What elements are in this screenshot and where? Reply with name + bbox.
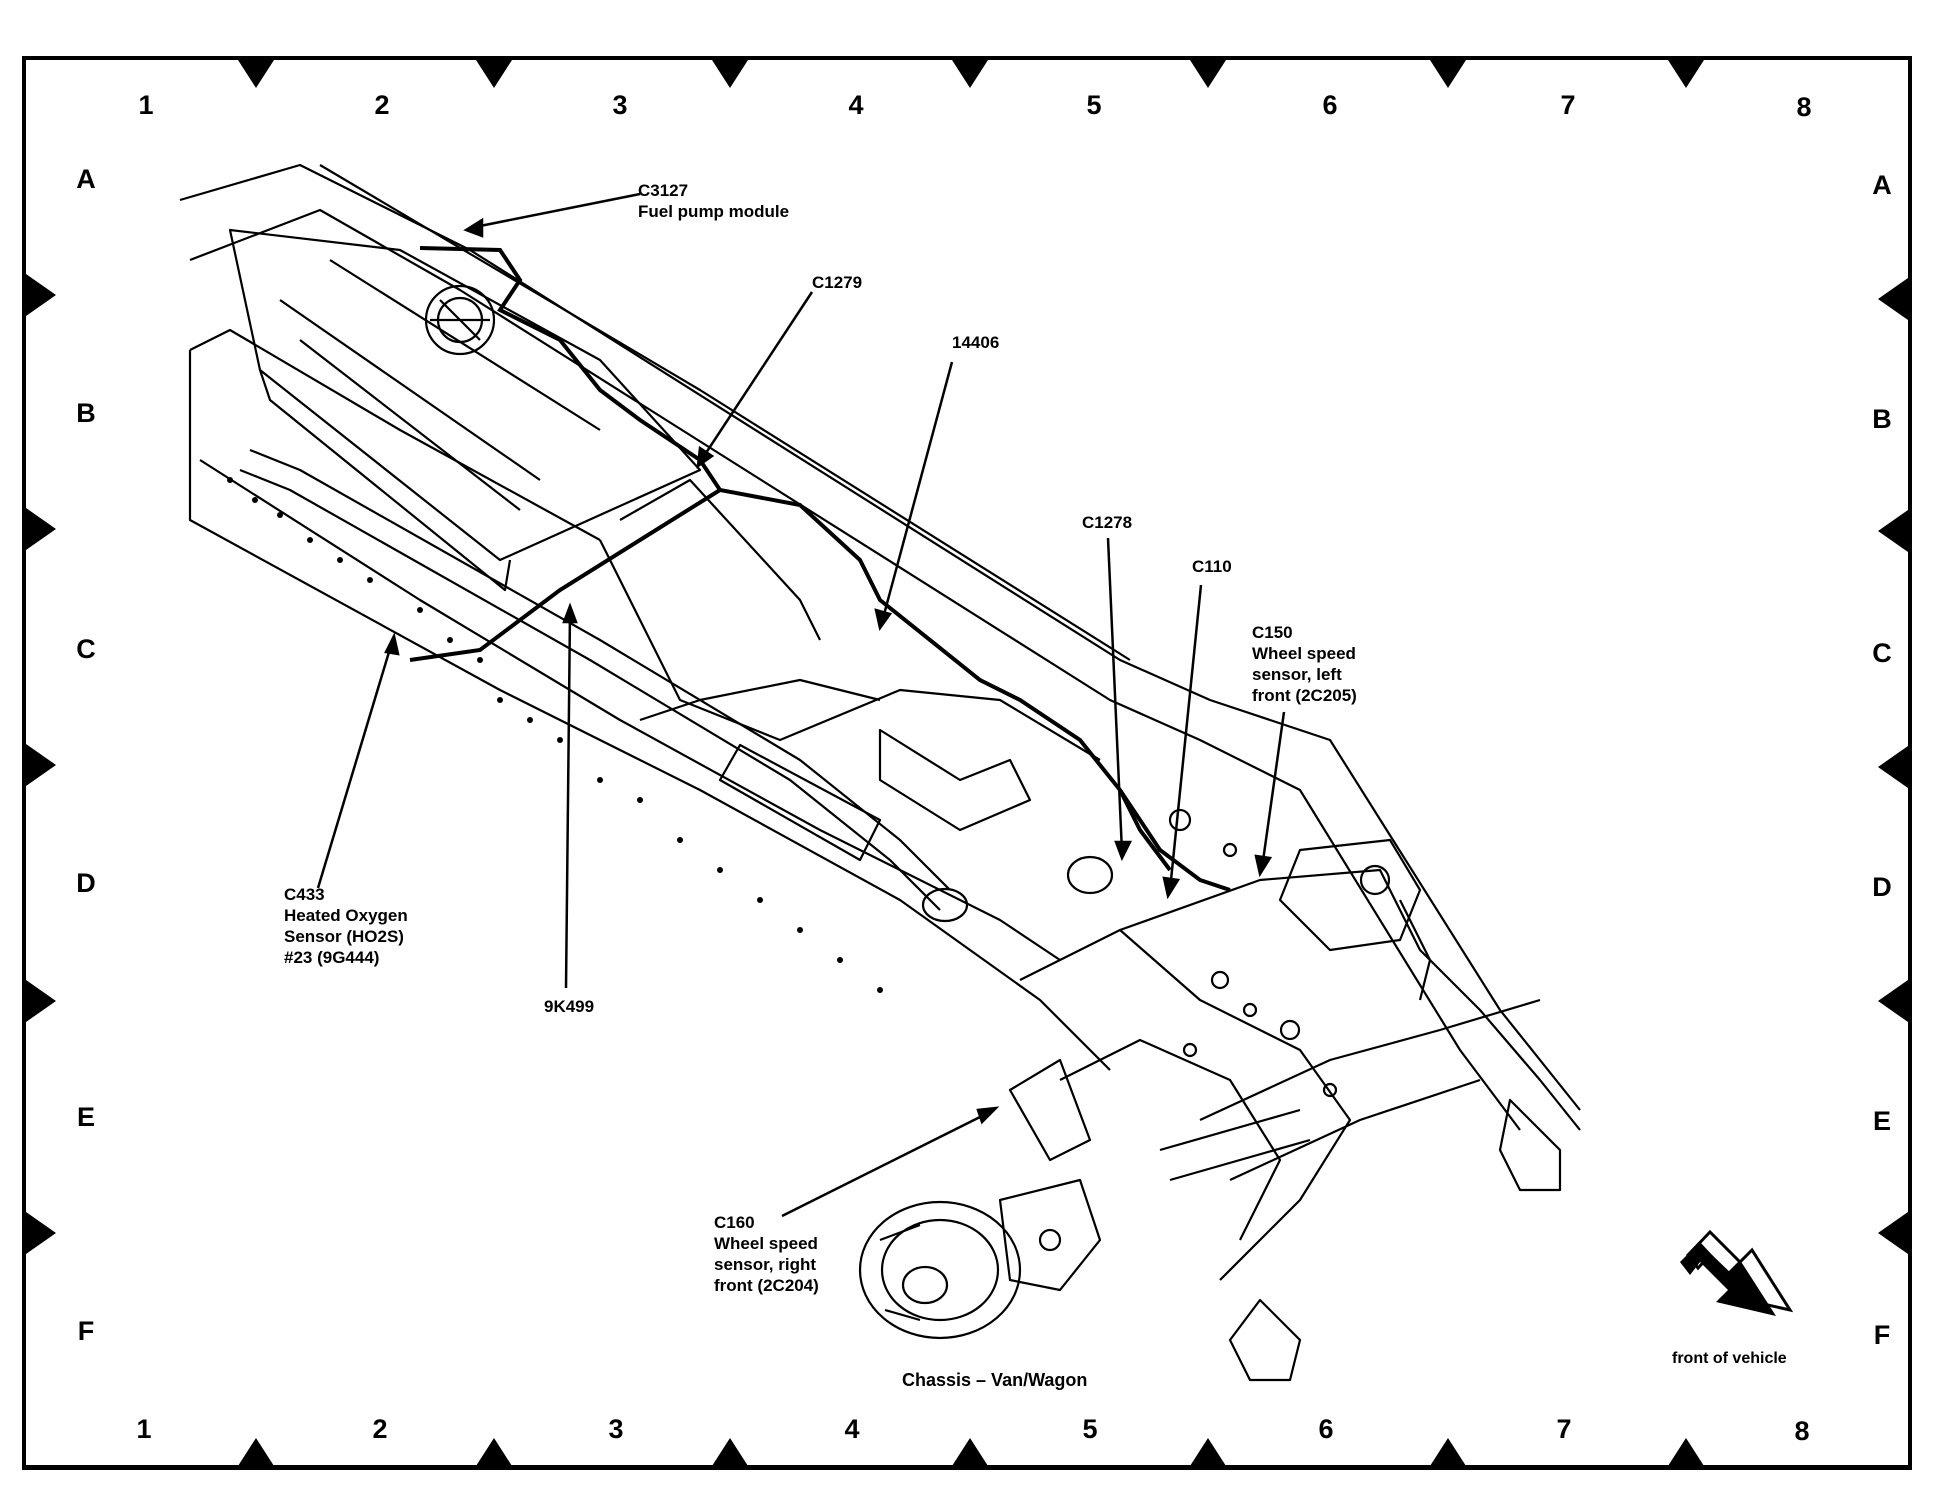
- callout-c150-line2: sensor, left: [1252, 665, 1342, 684]
- grid-col-bottom-7: 7: [1556, 1414, 1572, 1444]
- wiring-harness: [409, 246, 1231, 892]
- grid-row-right-f: F: [1873, 1320, 1891, 1350]
- grid-row-left-b: B: [76, 398, 96, 428]
- grid-col-top-5: 5: [1086, 90, 1102, 120]
- grid-col-top-4: 4: [848, 90, 864, 120]
- diagram-caption: Chassis – Van/Wagon: [902, 1370, 1088, 1390]
- grid-col-bottom-3: 3: [608, 1414, 624, 1444]
- frame-rivets: [227, 477, 883, 993]
- callout-c3127-desc: Fuel pump module: [638, 202, 790, 221]
- callout-c1279: C1279: [812, 273, 863, 292]
- grid-col-top-8: 8: [1796, 92, 1812, 122]
- callout-c160-line3: front (2C204): [714, 1276, 819, 1295]
- left-grid-markers: [26, 274, 56, 1254]
- grid-row-left-e: E: [76, 1102, 95, 1132]
- callout-c3127-id: C3127: [638, 181, 689, 200]
- chassis-line-art: [179, 163, 1581, 1382]
- top-grid-markers: [238, 60, 1704, 88]
- grid-col-bottom-1: 1: [136, 1414, 152, 1444]
- grid-col-top-2: 2: [374, 90, 390, 120]
- callout-c160-line2: sensor, right: [714, 1255, 817, 1274]
- right-grid-markers: [1878, 278, 1908, 1254]
- callout-c150: C150 Wheel speed sensor, left front (2C2…: [1252, 622, 1357, 706]
- grid-row-right-c: C: [1872, 638, 1892, 668]
- callout-c433-line1: Heated Oxygen: [284, 906, 408, 925]
- grid-row-left-a: A: [76, 164, 96, 194]
- grid-row-right-b: B: [1872, 404, 1892, 434]
- callout-c433-line2: Sensor (HO2S): [284, 927, 404, 946]
- leader-lines: [316, 192, 1286, 1218]
- callout-c433: C433 Heated Oxygen Sensor (HO2S) #23 (9G…: [284, 884, 408, 968]
- callout-c433-id: C433: [284, 885, 325, 904]
- callout-c160-line1: Wheel speed: [714, 1234, 818, 1253]
- bottom-grid-markers: [238, 1438, 1704, 1466]
- callout-14406: 14406: [952, 333, 1000, 352]
- callout-c150-line3: front (2C205): [1252, 686, 1357, 705]
- grid-row-left-c: C: [76, 634, 96, 664]
- callout-9k499: 9K499: [544, 997, 595, 1016]
- grid-col-top-6: 6: [1322, 90, 1338, 120]
- front-of-vehicle-arrow-icon: [1680, 1229, 1794, 1316]
- grid-row-right-a: A: [1872, 170, 1892, 200]
- grid-col-bottom-5: 5: [1082, 1414, 1098, 1444]
- callout-c150-id: C150: [1252, 623, 1293, 642]
- grid-row-right-e: E: [1872, 1106, 1891, 1136]
- callout-c150-line1: Wheel speed: [1252, 644, 1356, 663]
- grid-col-bottom-4: 4: [844, 1414, 860, 1444]
- grid-col-bottom-2: 2: [372, 1414, 388, 1444]
- grid-row-left-f: F: [77, 1316, 95, 1346]
- grid-col-top-7: 7: [1560, 90, 1576, 120]
- grid-row-right-d: D: [1872, 872, 1892, 902]
- callout-c3127: C3127 Fuel pump module: [638, 180, 789, 222]
- callout-c433-line3: #23 (9G444): [284, 948, 380, 967]
- callout-c160: C160 Wheel speed sensor, right front (2C…: [714, 1212, 819, 1296]
- grid-col-bottom-6: 6: [1318, 1414, 1334, 1444]
- callout-c110: C110: [1192, 557, 1232, 576]
- callout-c160-id: C160: [714, 1213, 755, 1232]
- grid-col-bottom-8: 8: [1794, 1416, 1810, 1446]
- grid-col-top-1: 1: [138, 90, 154, 120]
- grid-row-left-d: D: [76, 868, 96, 898]
- callout-c1278: C1278: [1082, 513, 1133, 532]
- grid-col-top-3: 3: [612, 90, 628, 120]
- front-of-vehicle-label: front of vehicle: [1672, 1350, 1787, 1367]
- diagram-border: [22, 56, 1912, 1470]
